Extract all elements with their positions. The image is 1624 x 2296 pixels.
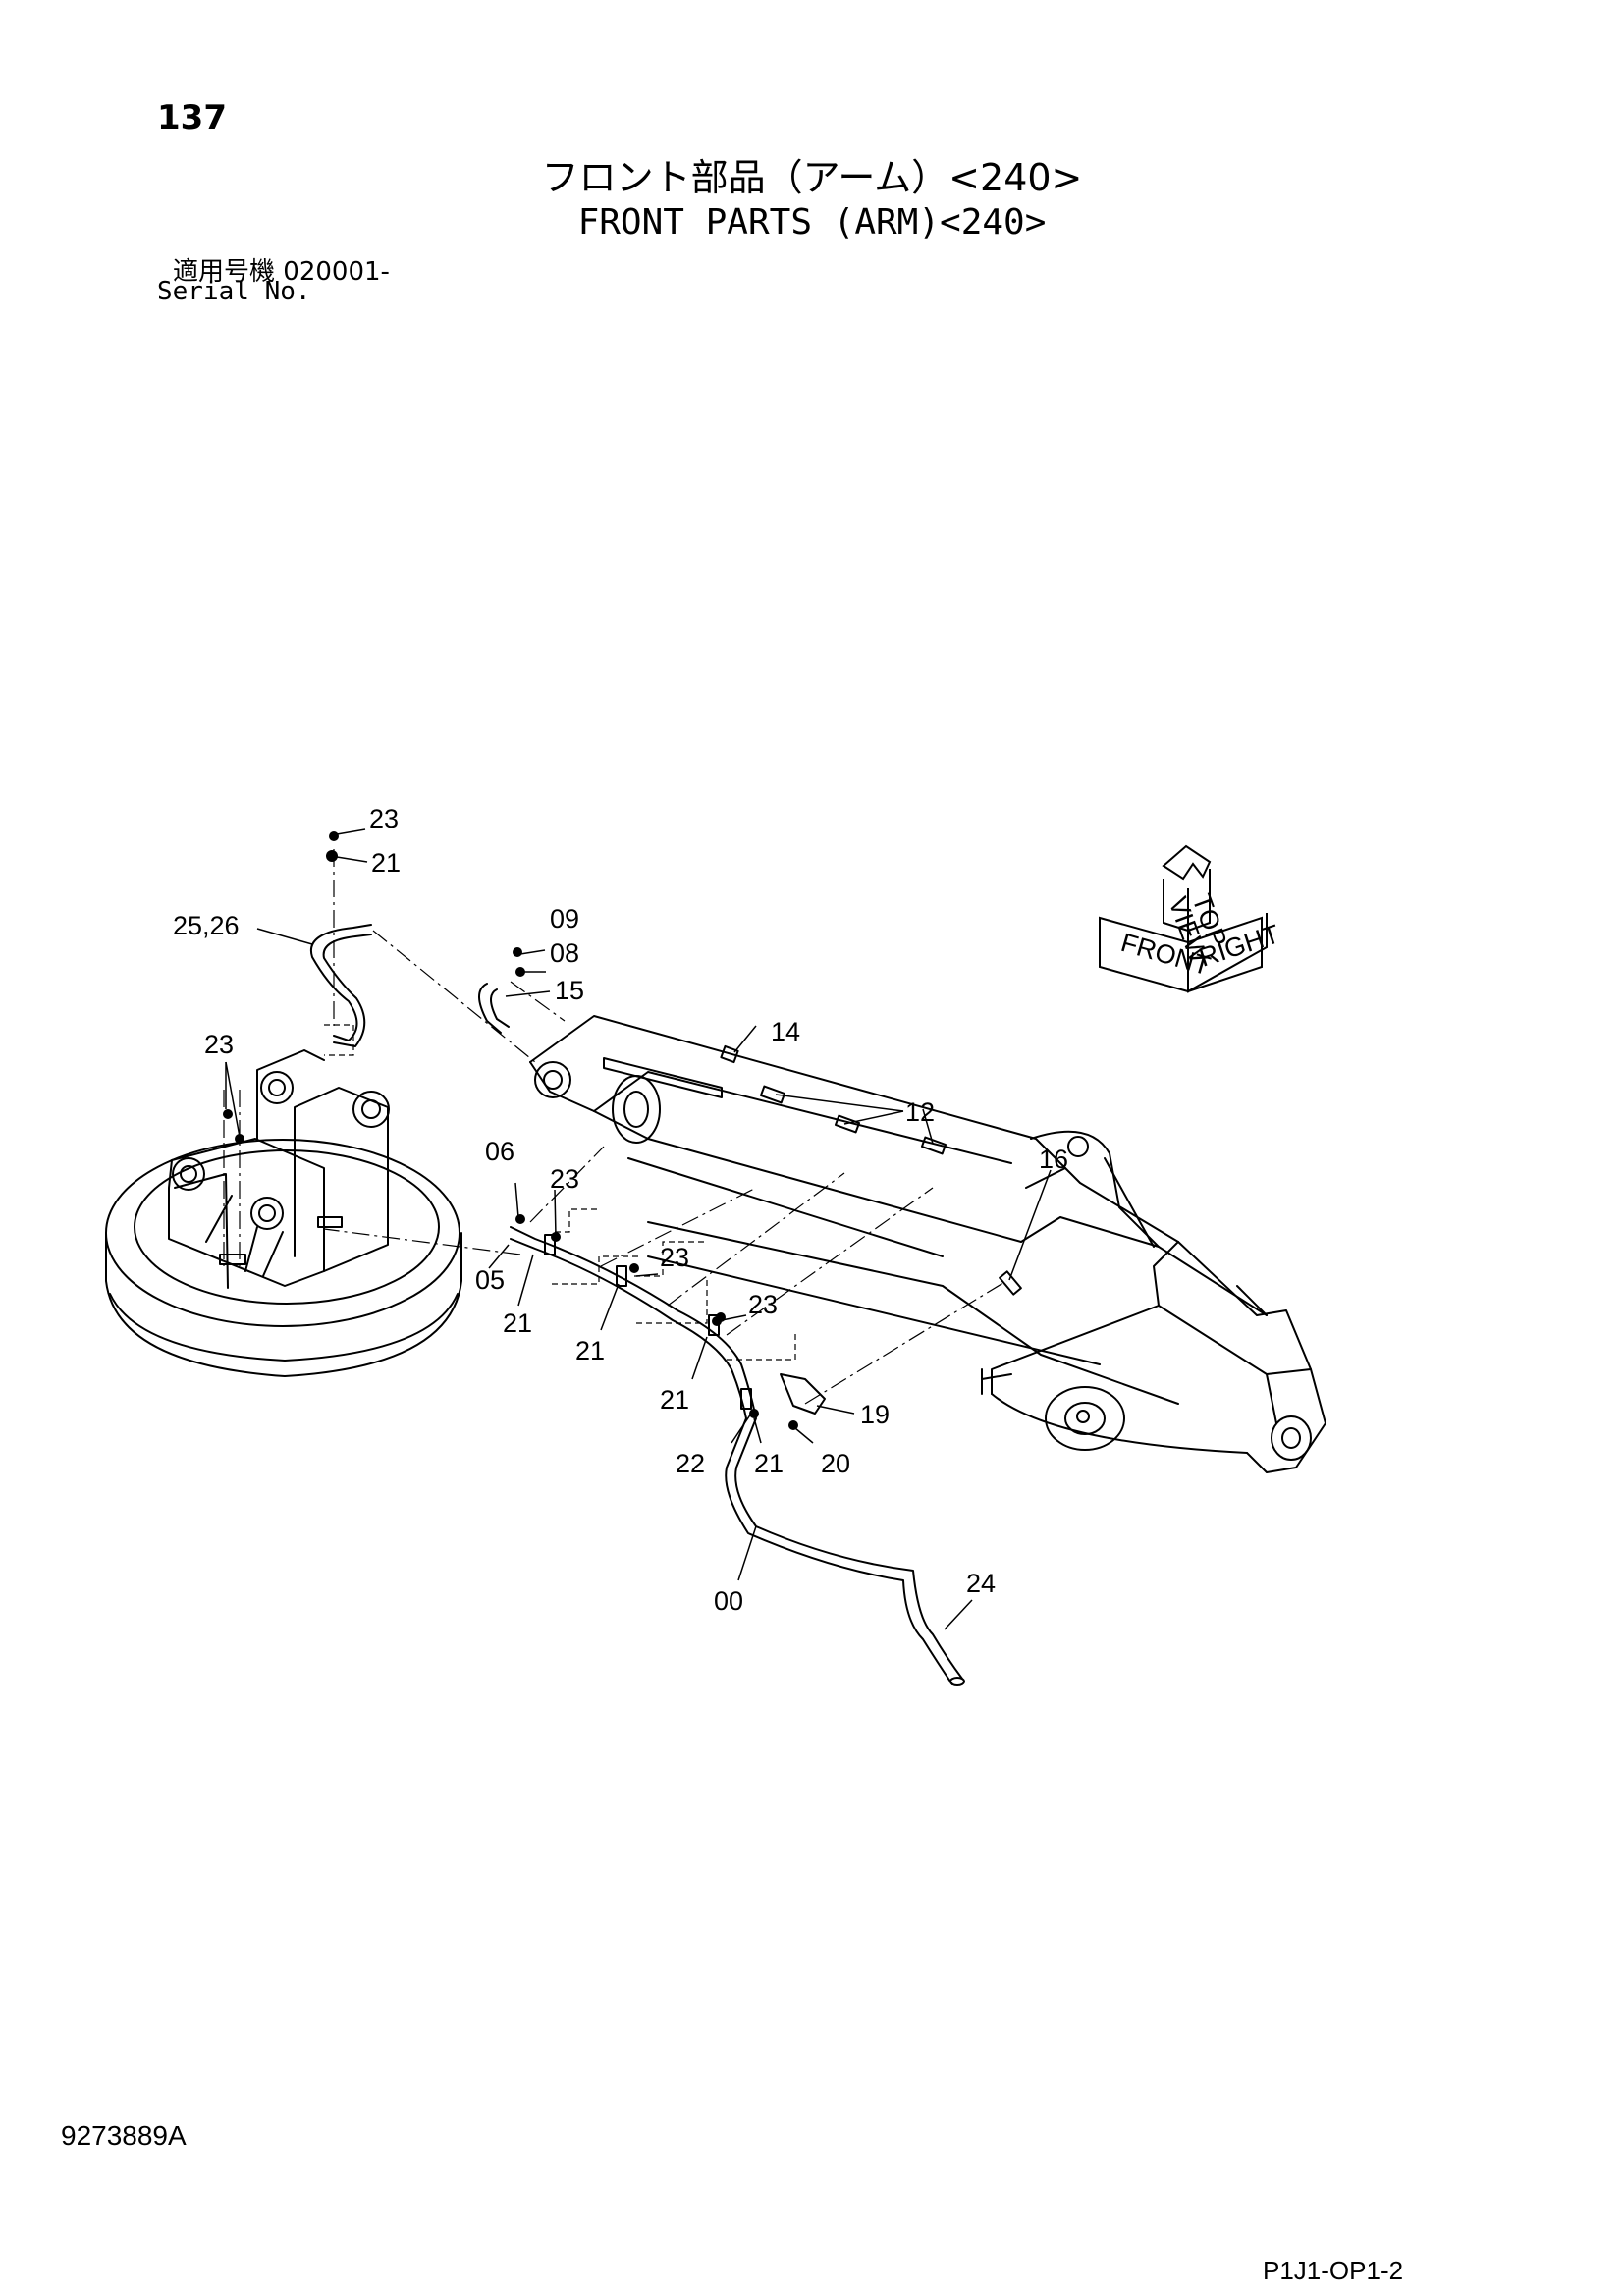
callout-06: 06 <box>485 1137 514 1166</box>
drawing-number: 9273889A <box>61 2120 187 2151</box>
callout-14: 14 <box>771 1017 800 1046</box>
callout-09: 09 <box>550 904 579 934</box>
callout-21-top: 21 <box>371 848 401 878</box>
serial-label-japanese: 適用号機 020001- <box>173 251 390 288</box>
arm-drawing <box>529 1015 1326 1473</box>
callout-16: 16 <box>1039 1145 1068 1174</box>
callout-21-c: 21 <box>660 1385 689 1415</box>
callout-15: 15 <box>555 976 584 1005</box>
callout-23-b: 23 <box>660 1243 689 1272</box>
title-english: FRONT PARTS (ARM)<240> <box>577 202 1047 242</box>
title-japanese: フロント部品（アーム）<240> <box>541 156 1083 199</box>
callout-00: 00 <box>714 1586 743 1616</box>
callout-23-mid: 23 <box>550 1164 579 1194</box>
callout-22: 22 <box>676 1449 705 1478</box>
callout-12: 12 <box>905 1097 935 1127</box>
reference-code: P1J1-OP1-2 <box>1263 2256 1404 2285</box>
direction-badge: FRONT RIGHT TOP VIEW <box>1099 844 1283 993</box>
callout-24: 24 <box>966 1569 996 1598</box>
callout-08: 08 <box>550 938 579 968</box>
page-number: 137 <box>157 98 227 137</box>
callout-23-left: 23 <box>204 1030 234 1059</box>
serial-value: 020001- <box>283 257 390 287</box>
leader-lines <box>225 828 1052 1630</box>
fasteners <box>223 831 798 1430</box>
step-lines <box>324 1024 796 1361</box>
callout-05: 05 <box>475 1265 505 1295</box>
callout-25-26: 25,26 <box>173 911 240 940</box>
serial-label-english: Serial No. <box>157 277 311 306</box>
callout-labels: 23 21 25,26 09 08 15 23 14 12 06 23 16 0… <box>173 804 1068 1616</box>
serial-label-jp-text: 適用号機 <box>173 257 276 287</box>
callout-21-d: 21 <box>754 1449 784 1478</box>
callout-23-c: 23 <box>748 1290 778 1319</box>
callout-19: 19 <box>860 1400 890 1429</box>
callout-21-a: 21 <box>503 1308 532 1338</box>
hose-drawing <box>309 924 965 1686</box>
callout-23-top: 23 <box>369 804 399 833</box>
bucket-drawing <box>105 1049 462 1377</box>
callout-20: 20 <box>821 1449 850 1478</box>
dash-dot-lines <box>223 849 1007 1405</box>
callout-21-b: 21 <box>575 1336 605 1365</box>
